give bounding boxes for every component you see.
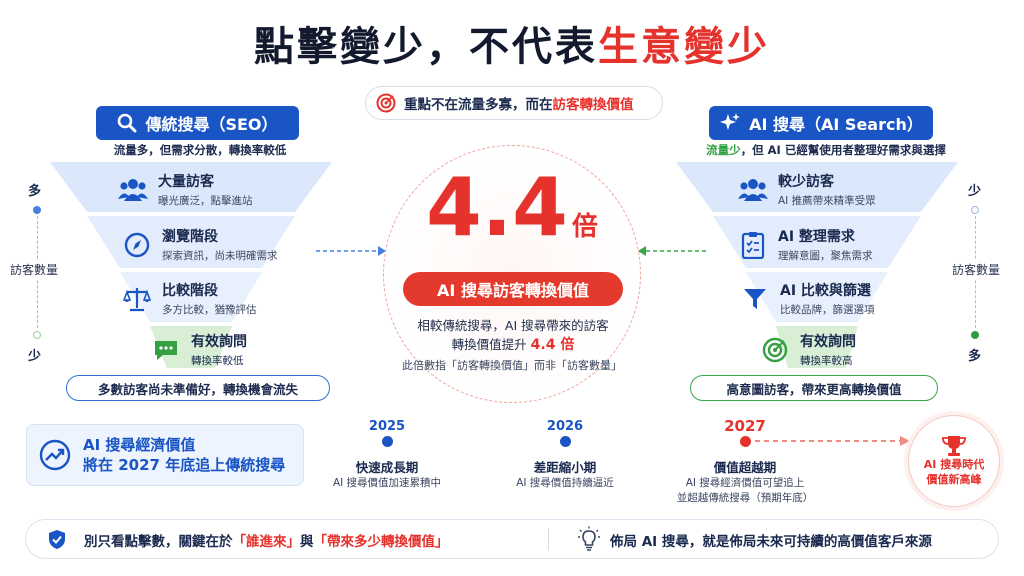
axis-top-dot <box>971 206 979 214</box>
timeline-desc: AI 搜尋價值持續逼近 <box>516 477 614 489</box>
center-desc-2: 轉換價值提升 4.4 倍 <box>451 337 575 353</box>
bottom-left-text: 別只看點擊數，關鍵在於「誰進來」與「帶來多少轉換價值」 <box>84 534 449 550</box>
shield-check-icon <box>49 530 65 549</box>
ai-search-header: AI 搜尋（AI Search） <box>709 106 933 140</box>
timeline-phase: 快速成長期 <box>355 460 419 475</box>
timeline-line <box>318 436 910 446</box>
row-desc: 多方比較，猶豫評估 <box>162 304 257 316</box>
row-desc: 轉換率較高 <box>800 355 853 367</box>
seo-note: 多數訪客尚未準備好，轉換機會流失 <box>66 375 330 401</box>
seo-row-browse: 瀏覽階段探索資訊，尚未明確需求 <box>122 226 278 263</box>
timeline-summary-box: AI 搜尋經濟價值將在 2027 年底追上傳統搜尋 <box>26 424 304 486</box>
checklist-icon <box>738 230 768 260</box>
timeline-box-line1: AI 搜尋經濟價值 <box>83 435 196 454</box>
axis-bottom-dot <box>33 331 41 339</box>
seo-row-visitors: 大量訪客曝光廣泛，點擊進站 <box>118 171 253 208</box>
row-desc: 比較品牌，篩選選項 <box>780 304 875 316</box>
peak-badge: AI 搜尋時代價值新高峰 <box>908 415 1000 507</box>
arrow-right-icon <box>316 246 386 256</box>
row-title: 瀏覽階段 <box>162 229 218 245</box>
row-desc: AI 推薦帶來精準受眾 <box>778 195 876 207</box>
axis-bottom-label: 少 <box>28 349 42 364</box>
axis-name: 訪客數量 <box>952 259 1001 280</box>
timeline-year-2026: 2026 <box>546 419 584 434</box>
axis-top-label: 少 <box>968 184 982 199</box>
callout-text: 重點不在流量多寡，而在訪客轉換價值 <box>404 97 634 113</box>
row-title: AI 整理需求 <box>778 229 855 245</box>
key-point-callout: 重點不在流量多寡，而在訪客轉換價值 <box>365 86 663 120</box>
scale-icon <box>122 284 152 314</box>
timeline-year-2025: 2025 <box>368 419 406 434</box>
timeline-box-line2: 將在 2027 年底追上傳統搜尋 <box>83 456 286 474</box>
seo-header: 傳統搜尋（SEO） <box>96 106 299 140</box>
ai-row-visitors: 較少訪客 AI 推薦帶來精準受眾 <box>738 171 876 208</box>
row-title: 比較階段 <box>162 283 218 299</box>
axis-top-label: 多 <box>28 184 42 199</box>
seo-row-inquiry: 有效詢問轉換率較低 <box>151 331 247 368</box>
timeline-dot <box>739 435 751 447</box>
timeline-year-2027: 2027 <box>724 417 766 435</box>
filter-icon <box>740 284 770 314</box>
axis-name: 訪客數量 <box>10 259 59 280</box>
chat-icon <box>151 335 181 365</box>
ai-row-organize: AI 整理需求理解意圖，聚焦需求 <box>738 226 873 263</box>
center-desc-1: 相較傳統搜尋，AI 搜尋帶來的訪客 <box>417 318 609 333</box>
timeline-desc-2: 並超越傳統搜尋（預期年底） <box>676 492 814 504</box>
center-footnote: 此倍數指「訪客轉換價值」而非「訪客數量」 <box>402 359 622 372</box>
search-icon <box>118 113 137 133</box>
axis-bottom-label: 多 <box>968 349 982 364</box>
seo-subtitle: 流量多，但需求分散，轉換率較低 <box>113 143 287 157</box>
timeline-desc: AI 搜尋經濟價值可望追上 <box>685 477 805 489</box>
lightbulb-icon <box>578 526 600 551</box>
timeline-dot <box>559 435 571 447</box>
timeline-dot <box>381 435 393 447</box>
timeline-phase: 價值超越期 <box>713 460 777 475</box>
row-desc: 曝光廣泛，點擊進站 <box>158 195 253 207</box>
conversion-value-pill: AI 搜尋訪客轉換價值 <box>403 272 623 306</box>
ai-subtitle: 流量少，但 AI 已經幫使用者整理好需求與選擇 <box>706 143 946 157</box>
people-icon <box>738 175 768 205</box>
bottom-right-text: 佈局 AI 搜尋，就是佈局未來可持續的高價值客戶來源 <box>610 534 932 550</box>
sparkle-icon <box>720 113 741 130</box>
people-icon <box>118 175 148 205</box>
trophy-icon <box>942 436 966 457</box>
arrow-left-icon <box>638 246 708 256</box>
row-title: 大量訪客 <box>158 174 214 190</box>
peak-text: AI 搜尋時代價值新高峰 <box>923 458 985 486</box>
row-title: AI 比較與篩選 <box>780 283 871 299</box>
row-desc: 探索資訊，尚未明確需求 <box>162 250 278 262</box>
timeline-phase: 差距縮小期 <box>533 460 597 475</box>
ai-note: 高意圖訪客，帶來更高轉換價值 <box>690 375 938 401</box>
axis-top-dot <box>33 206 41 214</box>
seo-row-compare: 比較階段多方比較，猶豫評估 <box>122 280 257 317</box>
row-title: 有效詢問 <box>191 334 247 350</box>
row-desc: 理解意圖，聚焦需求 <box>778 250 873 262</box>
page-title: 點擊變少，不代表生意變少 <box>254 24 770 70</box>
ai-row-filter: AI 比較與篩選比較品牌，篩選選項 <box>740 280 875 317</box>
divider <box>548 528 549 550</box>
timeline-desc: AI 搜尋價值加速累積中 <box>332 477 442 489</box>
row-title: 有效詢問 <box>800 334 856 350</box>
trend-up-icon <box>39 439 71 471</box>
target-icon <box>760 335 790 365</box>
ai-row-inquiry: 有效詢問轉換率較高 <box>760 331 856 368</box>
compass-icon <box>122 230 152 260</box>
row-title: 較少訪客 <box>778 174 834 190</box>
target-icon <box>376 93 396 113</box>
axis-bottom-dot <box>971 331 979 339</box>
bottom-takeaway-bar <box>25 519 999 559</box>
row-desc: 轉換率較低 <box>191 355 244 367</box>
